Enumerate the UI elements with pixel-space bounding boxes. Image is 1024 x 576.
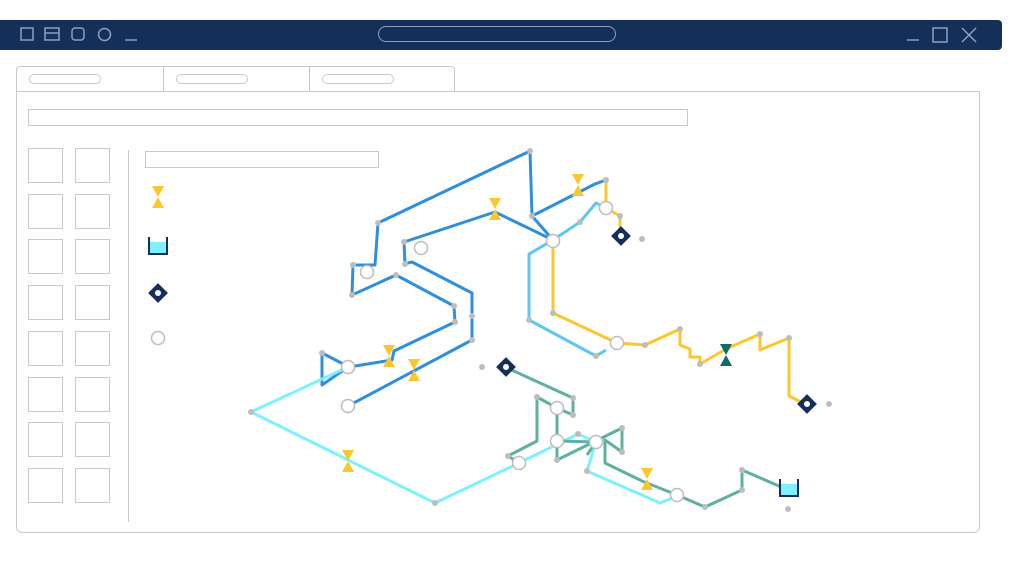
tab-label [29,74,101,84]
valves-yellow[interactable] [342,174,653,490]
maximize-icon[interactable] [932,27,948,43]
tab-label [176,74,248,84]
tank-icon[interactable] [779,479,799,497]
tool-cell[interactable] [75,376,110,412]
tool-cell[interactable] [28,467,63,503]
palette-search-field[interactable] [145,151,379,168]
panel-divider [128,150,129,522]
minimize-line-icon[interactable] [124,27,138,41]
rounded-square-icon[interactable] [71,27,85,41]
valve-icon [408,359,420,381]
tank-icon[interactable] [147,236,169,256]
tool-cell[interactable] [75,239,110,275]
pipe-endpoints [248,148,832,512]
tool-cell[interactable] [28,239,63,275]
tool-cell[interactable] [75,467,110,503]
address-bar[interactable] [28,109,688,126]
pipes-cyan [249,365,681,505]
tool-cell[interactable] [75,330,110,366]
tool-cell[interactable] [75,422,110,458]
tool-cell[interactable] [28,285,63,321]
tab-1[interactable] [16,66,164,91]
pipes-lightblue [527,201,607,358]
window-icon[interactable] [44,27,60,41]
tab-3[interactable] [309,66,455,91]
tool-cell[interactable] [75,193,110,229]
square-icon[interactable] [20,27,34,41]
minimize-icon[interactable] [906,27,920,41]
valve-icon [383,345,395,367]
tool-cell[interactable] [28,148,63,183]
tool-cell[interactable] [28,330,63,366]
pump-icon [496,357,516,377]
tool-cell[interactable] [28,193,63,229]
valve-icon [641,468,653,490]
pump-icon [611,226,631,246]
valve-icon[interactable] [150,185,166,209]
tool-cell[interactable] [28,376,63,412]
valve-icon [489,198,501,220]
valve-icon [342,450,354,472]
valve-icon[interactable] [720,344,732,366]
title-bar [0,20,1002,50]
tab-label [322,74,394,84]
tool-cell[interactable] [75,148,110,183]
title-search-field[interactable] [378,26,616,42]
junctions[interactable] [340,200,685,503]
junction-icon[interactable] [150,330,166,346]
tool-cell[interactable] [28,422,63,458]
pump-icon[interactable] [147,282,169,304]
pump-icon [797,394,817,414]
tool-cell[interactable] [75,285,110,321]
circle-icon[interactable] [97,27,112,42]
valve-icon [572,174,584,196]
pipes-yellow [551,180,806,406]
tab-2[interactable] [163,66,310,91]
close-icon[interactable] [961,27,977,43]
